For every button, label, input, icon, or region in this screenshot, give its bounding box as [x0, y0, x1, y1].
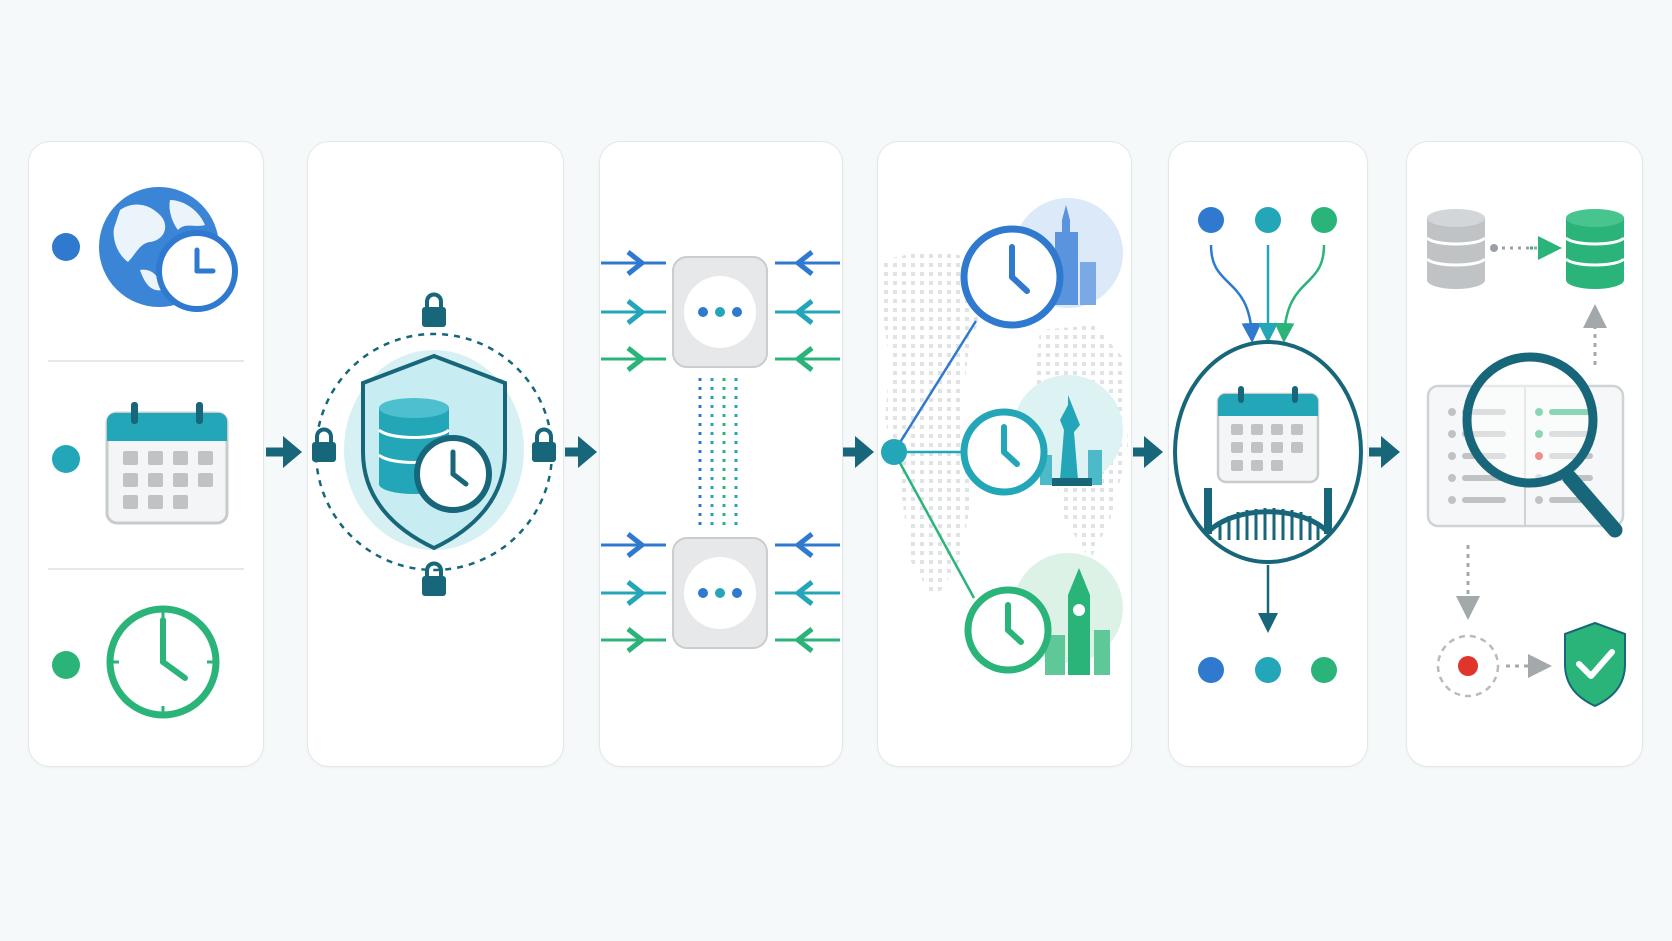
output-dot-blue	[1198, 657, 1224, 683]
database-icon	[1425, 209, 1487, 289]
globe-clock-icon	[99, 187, 238, 312]
calendar-icon	[105, 402, 229, 525]
calendar-icon	[1216, 386, 1320, 484]
input-dot-blue	[1198, 207, 1224, 233]
sync-dotted-arrow	[1490, 236, 1562, 260]
input-dot-teal	[52, 445, 80, 473]
input-dot-teal	[1255, 207, 1281, 233]
arrow-in-icon	[601, 532, 666, 653]
panel-divider	[48, 568, 244, 570]
merge-lines	[1209, 244, 1326, 343]
distribution-hub	[881, 320, 978, 599]
clock-icon	[106, 605, 220, 719]
flow-arrow	[565, 436, 597, 468]
arrow-in-icon	[775, 532, 840, 653]
lock-icon	[312, 427, 336, 462]
clock-icon	[960, 408, 1048, 496]
flow-arrow	[843, 436, 874, 468]
node-box-icon	[672, 537, 768, 649]
node-box-icon	[672, 256, 768, 368]
sync-dotted-lines	[698, 378, 738, 526]
shield-check-icon	[1564, 621, 1626, 708]
magnifier-icon	[1462, 352, 1623, 538]
input-dot-green	[1311, 207, 1337, 233]
output-dot-green	[1311, 657, 1337, 683]
flow-arrow	[1133, 436, 1163, 468]
arrow-in-icon	[601, 250, 666, 372]
bridge-icon	[1204, 488, 1332, 540]
lock-icon	[422, 561, 446, 596]
input-dot-green	[52, 651, 80, 679]
database-icon	[1564, 209, 1626, 289]
lock-icon	[532, 427, 556, 462]
lock-icon	[422, 292, 446, 327]
clock-icon	[964, 586, 1052, 674]
input-dot-blue	[52, 233, 80, 261]
panel-sync-exchange	[599, 141, 843, 767]
arrow-in-icon	[775, 250, 840, 372]
clock-icon	[960, 225, 1064, 329]
output-dot-teal	[1255, 657, 1281, 683]
flow-arrow	[1369, 436, 1400, 468]
flow-arrow	[266, 436, 302, 468]
panel-divider	[48, 360, 244, 362]
shield-database-clock-icon	[361, 353, 507, 551]
error-marker	[1436, 634, 1500, 698]
